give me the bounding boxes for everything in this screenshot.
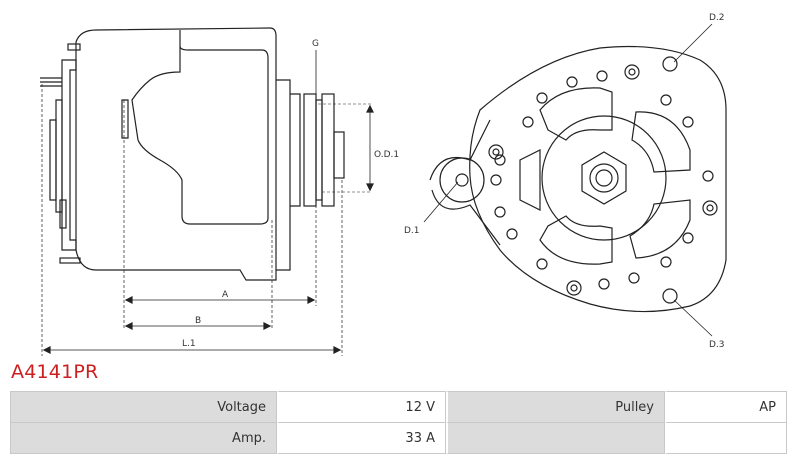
technical-drawing: G O.D.1 A B L.1 D.1 D.2 D.3 [40, 13, 727, 356]
spec-value-pulley: AP [665, 391, 787, 423]
label-od: O.D.1 [374, 150, 399, 160]
front-view [423, 23, 727, 337]
spec-value-amp: 33 A [277, 423, 446, 454]
label-g: G [312, 39, 319, 49]
spec-label-empty [446, 423, 665, 454]
label-d2: D.2 [709, 13, 725, 23]
table-row: Voltage 12 V Pulley AP [10, 391, 787, 423]
side-view [40, 27, 374, 356]
label-d1: D.1 [404, 226, 420, 236]
label-l: L.1 [182, 339, 196, 349]
spec-label-amp: Amp. [10, 423, 277, 454]
spec-value-voltage: 12 V [277, 391, 446, 423]
label-a: A [222, 290, 229, 300]
part-number: A4141PR [11, 361, 99, 383]
spec-label-voltage: Voltage [10, 391, 277, 423]
label-b: B [195, 316, 201, 326]
table-row: Amp. 33 A [10, 423, 787, 454]
label-d3: D.3 [709, 340, 725, 350]
spec-label-pulley: Pulley [446, 391, 665, 423]
spec-table: Voltage 12 V Pulley AP Amp. 33 A [10, 391, 787, 454]
spec-value-empty [665, 423, 787, 454]
